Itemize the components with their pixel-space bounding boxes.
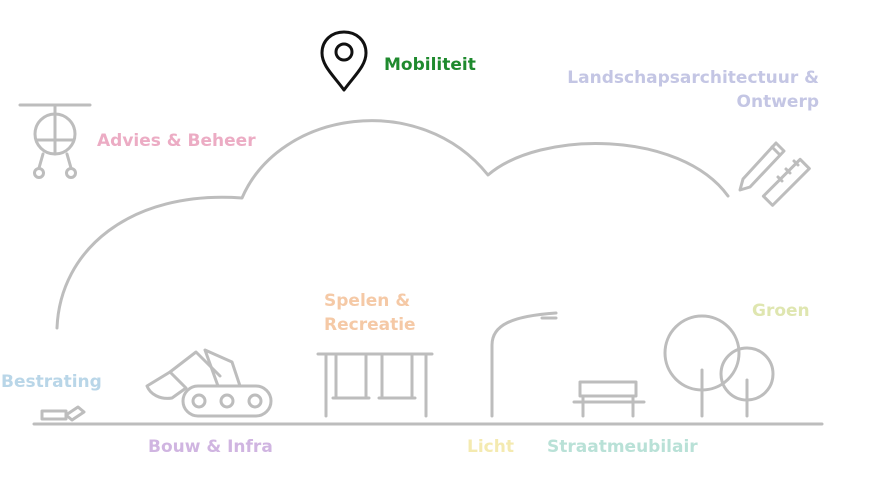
- street-lamp-icon[interactable]: [490, 311, 558, 418]
- category-label-bouw-infra[interactable]: Bouw & Infra: [148, 437, 273, 457]
- label-line: Landschapsarchitectuur &: [567, 68, 819, 88]
- category-label-licht[interactable]: Licht: [467, 437, 514, 457]
- category-label-landschapsarchitectuur[interactable]: Landschapsarchitectuur & Ontwerp: [567, 66, 819, 114]
- label-line: Recreatie: [324, 315, 416, 335]
- swing-set-icon[interactable]: [316, 352, 434, 418]
- cloud-outline: [55, 119, 730, 330]
- paving-icon[interactable]: [40, 405, 86, 422]
- excavator-icon[interactable]: [145, 348, 273, 418]
- drone-icon[interactable]: [18, 103, 92, 179]
- bench-icon[interactable]: [572, 380, 646, 418]
- category-label-groen[interactable]: Groen: [752, 301, 810, 321]
- category-label-spelen-recreatie[interactable]: Spelen & Recreatie: [324, 289, 416, 337]
- category-label-straatmeubilair[interactable]: Straatmeubilair: [547, 437, 698, 457]
- category-label-bestrating[interactable]: Bestrating: [1, 372, 102, 392]
- label-line: Spelen &: [324, 291, 411, 311]
- map-pin-icon[interactable]: [320, 30, 368, 92]
- category-label-mobiliteit[interactable]: Mobiliteit: [384, 55, 476, 75]
- category-label-advies-beheer[interactable]: Advies & Beheer: [97, 131, 256, 151]
- pencil-ruler-icon[interactable]: [738, 141, 811, 207]
- label-line: Ontwerp: [736, 92, 819, 112]
- trees-icon[interactable]: [663, 314, 775, 418]
